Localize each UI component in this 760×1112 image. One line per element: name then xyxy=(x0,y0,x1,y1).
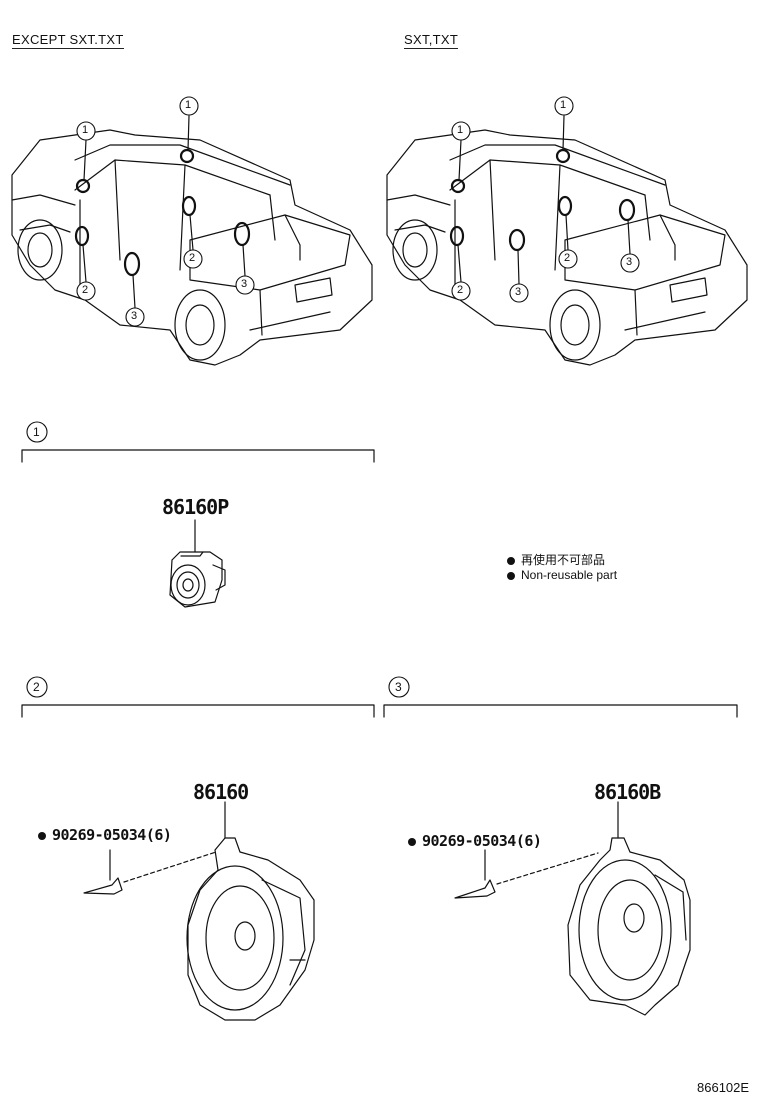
non-reusable-dot-icon xyxy=(408,837,416,846)
diagram-code: 866102E xyxy=(697,1080,750,1095)
callout-2: 2 xyxy=(457,284,464,296)
callout-3: 3 xyxy=(626,256,633,268)
legend-en: Non-reusable part xyxy=(507,568,617,582)
part-number-tweeter[interactable]: 86160P xyxy=(162,495,229,519)
section-callout-3: 3 xyxy=(395,680,402,694)
front-speaker-illustration xyxy=(83,801,315,1021)
callout-3: 3 xyxy=(515,286,522,298)
non-reusable-dot-icon xyxy=(507,571,515,580)
part-number-rear-speaker[interactable]: 86160B xyxy=(594,780,661,804)
rivet-part-number-front[interactable]: 90269-05034(6) xyxy=(38,826,172,844)
tweeter-illustration xyxy=(169,519,226,608)
non-reusable-dot-icon xyxy=(38,831,46,840)
section-callout-1: 1 xyxy=(33,425,40,439)
legend-jp: 再使用不可部品 xyxy=(507,551,605,568)
truck-left-illustration xyxy=(11,115,373,366)
callout-2: 2 xyxy=(82,284,89,296)
callout-2: 2 xyxy=(564,252,571,264)
part-number-front-speaker[interactable]: 86160 xyxy=(193,780,249,804)
section-bracket-2 xyxy=(21,704,375,718)
section-callout-2: 2 xyxy=(33,680,40,694)
callout-1: 1 xyxy=(185,99,192,111)
section-bracket-3 xyxy=(383,704,738,718)
callout-1: 1 xyxy=(82,124,89,136)
callout-2: 2 xyxy=(189,252,196,264)
callout-1: 1 xyxy=(457,124,464,136)
callout-1: 1 xyxy=(560,99,567,111)
rear-speaker-illustration xyxy=(454,801,691,1016)
callout-3: 3 xyxy=(241,278,248,290)
truck-right-illustration xyxy=(386,115,748,366)
rivet-part-number-rear[interactable]: 90269-05034(6) xyxy=(408,832,542,850)
section-bracket-1 xyxy=(21,449,375,463)
variant-label-sxt: SXT,TXT xyxy=(404,32,459,49)
callout-3: 3 xyxy=(131,310,138,322)
non-reusable-dot-icon xyxy=(507,556,515,565)
variant-label-except-sxt: EXCEPT SXT.TXT xyxy=(12,32,124,49)
